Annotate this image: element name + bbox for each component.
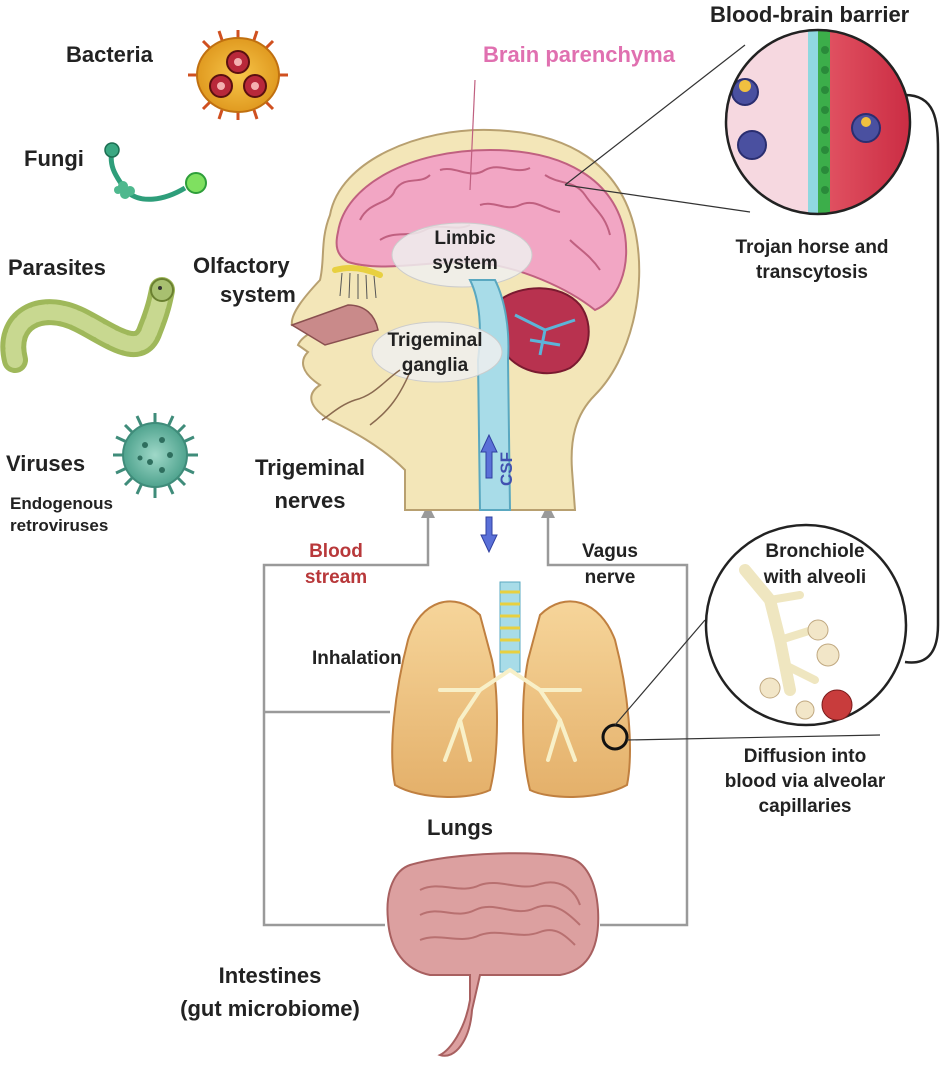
label-intestines: Intestines	[218, 963, 322, 988]
label-olfactory-system: system	[220, 282, 296, 307]
label-olfactory: Olfactory	[193, 253, 290, 278]
label-capillaries: capillaries	[758, 796, 852, 817]
connector-lines	[262, 515, 689, 927]
label-diffusion: Diffusion into	[743, 746, 867, 767]
intestines-illustration	[386, 852, 600, 1057]
label-diffusion-2: blood via alveolar	[724, 771, 886, 792]
label-inhalation: Inhalation	[312, 648, 402, 669]
label-limbic-system: system	[432, 253, 498, 274]
label-fungi: Fungi	[24, 146, 84, 171]
label-limbic: Limbic	[434, 228, 496, 249]
label-stream: stream	[304, 567, 368, 588]
label-retroviruses: retroviruses	[10, 516, 109, 535]
label-viruses: Viruses	[6, 451, 86, 476]
label-lungs: Lungs	[427, 815, 493, 840]
label-trojan: Trojan horse and	[735, 237, 889, 258]
label-trigeminal-ganglia: Trigeminal	[387, 330, 483, 351]
label-brain-parenchyma: Brain parenchyma	[483, 42, 675, 67]
bbb-bronchiole-link	[904, 93, 940, 664]
parasite-icon	[0, 277, 175, 373]
label-nerves: nerves	[274, 488, 346, 513]
label-with-alveoli: with alveoli	[763, 567, 867, 588]
virus-icon	[113, 413, 198, 498]
label-blood: Blood	[309, 541, 363, 562]
csf-arrows	[480, 433, 498, 554]
bronchiole-inset	[704, 523, 908, 727]
label-transcytosis: transcytosis	[756, 262, 868, 283]
bbb-inset	[724, 28, 912, 216]
label-bronchiole: Bronchiole	[765, 541, 865, 562]
label-endogenous: Endogenous	[10, 494, 113, 513]
label-vagus-nerve: nerve	[584, 567, 636, 588]
label-bbb: Blood-brain barrier	[710, 2, 910, 27]
label-parasites: Parasites	[8, 255, 106, 280]
fungi-icon	[104, 142, 207, 202]
label-vagus: Vagus	[582, 541, 638, 562]
label-csf: CSF	[497, 452, 516, 486]
label-ganglia: ganglia	[401, 355, 469, 376]
bacteria-icon	[188, 30, 288, 120]
head-illustration	[290, 44, 751, 511]
label-trigeminal-nerves: Trigeminal	[254, 455, 366, 480]
lungs-illustration	[391, 581, 881, 798]
label-gut-microbiome: (gut microbiome)	[180, 996, 360, 1021]
label-bacteria: Bacteria	[66, 42, 153, 67]
